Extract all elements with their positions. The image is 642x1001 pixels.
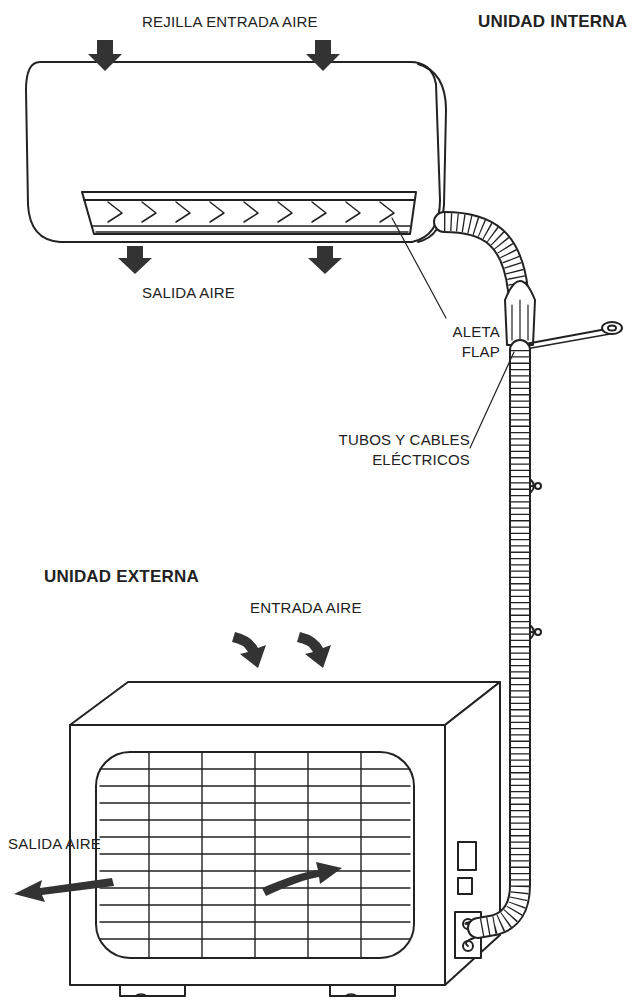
pipe-bundle — [478, 350, 520, 928]
pipe-connections — [465, 922, 474, 946]
grille-bar — [307, 753, 308, 957]
grille-bar — [100, 819, 410, 820]
cable-tail — [520, 334, 610, 350]
louver-vane — [142, 202, 156, 222]
part-label: SALIDA AIRE — [8, 834, 101, 854]
part-label: TUBOS Y CABLES ELÉCTRICOS — [330, 430, 470, 469]
unit-heading: UNIDAD INTERNA — [478, 11, 627, 33]
outdoor-air-inlet-arrow — [297, 632, 331, 668]
flap-edge — [84, 199, 414, 201]
pipe-fill — [478, 350, 520, 928]
air-outlet-arrow — [118, 246, 152, 274]
louver-vane — [210, 202, 224, 222]
air-outlet-slot — [82, 192, 416, 234]
outdoor-air-inlet-arrow — [232, 632, 266, 668]
part-label: ALETA FLAP — [436, 322, 500, 361]
grille-bar — [100, 887, 410, 888]
louver-vane — [176, 202, 190, 222]
grille-bar — [201, 753, 202, 957]
outdoor-unit-side — [445, 682, 500, 985]
outdoor-unit-top — [70, 682, 500, 725]
unit-heading: UNIDAD EXTERNA — [44, 566, 199, 588]
terminal-cover — [458, 878, 472, 894]
indoor-unit-body — [26, 62, 440, 242]
grille-bar — [360, 753, 361, 957]
cable-coil — [602, 322, 622, 334]
grille-bar — [100, 904, 410, 905]
mounting-foot — [135, 994, 357, 996]
grille-bar — [100, 802, 410, 803]
louver-vanes — [108, 202, 394, 222]
louver-vane — [244, 202, 258, 222]
clamp-screw — [535, 629, 541, 635]
grille-bar — [100, 870, 410, 871]
air-inlet-arrow — [306, 40, 340, 71]
grille-bar — [100, 785, 410, 786]
part-label: ENTRADA AIRE — [250, 598, 362, 618]
part-label: REJILLA ENTRADA AIRE — [142, 12, 318, 32]
grille-bar — [254, 753, 255, 957]
outdoor-air-outlet-arrow — [262, 862, 342, 896]
leader-line — [470, 352, 514, 448]
outdoor-air-outlet-arrow — [14, 878, 114, 902]
fan-grille-bars — [100, 753, 410, 957]
fan-grille — [96, 752, 414, 958]
pipe-ribs — [478, 350, 520, 928]
pipe-outline — [478, 350, 520, 928]
grille-bar — [100, 836, 410, 837]
air-outlet-arrow — [308, 246, 342, 274]
part-label: SALIDA AIRE — [142, 283, 235, 303]
grille-bar — [100, 921, 410, 922]
grille-bar — [148, 753, 149, 957]
pipe-cover — [505, 281, 535, 345]
cable-coil — [608, 326, 616, 331]
louver-vane — [108, 202, 122, 222]
flap — [92, 226, 410, 232]
mounting-foot — [120, 985, 395, 996]
louver-vane — [312, 202, 326, 222]
clamp-screw — [535, 483, 541, 489]
outdoor-unit-front — [70, 725, 445, 985]
louver-vane — [346, 202, 360, 222]
grille-bar — [100, 938, 410, 939]
air-inlet-arrow — [88, 40, 122, 71]
louver-vane — [278, 202, 292, 222]
terminal-cover — [458, 842, 476, 870]
grille-bar — [100, 853, 410, 854]
leader-line — [392, 218, 446, 318]
pipe-cover-detail — [512, 300, 528, 340]
grille-bar — [100, 768, 410, 769]
